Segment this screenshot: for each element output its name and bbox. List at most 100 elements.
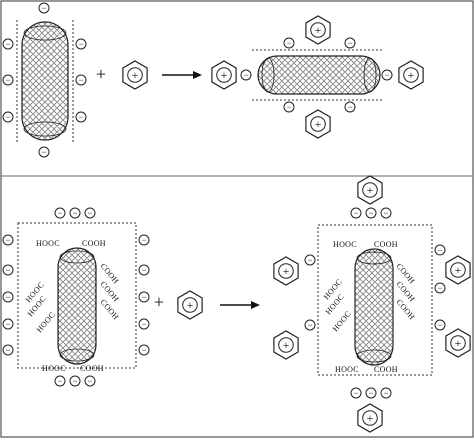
svg-text:+: + — [408, 68, 415, 82]
cation-hexagon-symbol: + — [211, 60, 237, 90]
negative-charge-symbol: − — [304, 319, 316, 331]
negative-charge-symbol: − — [304, 254, 316, 266]
svg-text:−: − — [141, 235, 146, 245]
cation-hexagon-symbol: + — [273, 256, 299, 286]
negative-charge-symbol: − — [2, 344, 14, 356]
cation-hexagon-symbol: + — [398, 60, 424, 90]
svg-text:−: − — [5, 345, 10, 355]
carboxyl-label: HOOC — [42, 364, 66, 373]
svg-text:−: − — [5, 292, 10, 302]
negative-charge-symbol: − — [138, 291, 150, 303]
svg-text:−: − — [368, 208, 373, 218]
negative-charge-symbol: − — [2, 291, 14, 303]
svg-text:−: − — [347, 102, 352, 112]
svg-text:+: + — [367, 411, 374, 425]
svg-text:−: − — [353, 388, 358, 398]
bottom-product-nanotube — [354, 248, 394, 366]
negative-charge-symbol: − — [84, 207, 96, 219]
negative-charge-symbol: − — [84, 375, 96, 387]
svg-text:−: − — [141, 292, 146, 302]
cation-hexagon-symbol: + — [357, 403, 383, 433]
negative-charge-symbol: − — [344, 37, 356, 49]
svg-text:+: + — [283, 338, 290, 352]
svg-text:−: − — [87, 376, 92, 386]
svg-text:−: − — [353, 208, 358, 218]
bottom-product-box — [317, 224, 433, 376]
negative-charge-symbol: − — [54, 207, 66, 219]
svg-text:−: − — [78, 39, 83, 49]
negative-charge-symbol: − — [350, 387, 362, 399]
top-product-nanotube — [257, 55, 381, 95]
svg-text:+: + — [315, 23, 322, 37]
svg-text:−: − — [41, 3, 46, 13]
svg-text:−: − — [78, 75, 83, 85]
carboxyl-label: COOH — [98, 298, 120, 322]
negative-charge-symbol: − — [283, 101, 295, 113]
top-reactant-box — [16, 20, 74, 143]
carboxyl-label: HOOC — [331, 309, 353, 333]
negative-charge-symbol: − — [365, 207, 377, 219]
top-plus-operator: + — [96, 64, 106, 84]
bottom-reactant-nanotube — [57, 247, 97, 365]
cation-hexagon-symbol: + — [445, 328, 471, 358]
svg-text:−: − — [286, 102, 291, 112]
svg-text:−: − — [5, 112, 10, 122]
svg-text:−: − — [57, 376, 62, 386]
svg-text:+: + — [315, 117, 322, 131]
negative-charge-symbol: − — [75, 38, 87, 50]
cation-hexagon-symbol: + — [357, 175, 383, 205]
negative-charge-symbol: − — [381, 69, 393, 81]
svg-text:−: − — [72, 376, 77, 386]
negative-charge-symbol: − — [2, 318, 14, 330]
cation-hexagon-symbol: + — [122, 60, 148, 90]
cation-hexagon-symbol: + — [273, 330, 299, 360]
svg-text:−: − — [5, 319, 10, 329]
carboxyl-label: COOH — [374, 240, 398, 249]
negative-charge-symbol: − — [365, 387, 377, 399]
cation-hexagon-symbol: + — [305, 109, 331, 139]
negative-charge-symbol: − — [2, 74, 14, 86]
svg-text:−: − — [383, 388, 388, 398]
svg-text:−: − — [347, 38, 352, 48]
bottom-reactant-box — [17, 222, 137, 369]
svg-text:+: + — [455, 263, 462, 277]
svg-text:−: − — [141, 345, 146, 355]
svg-text:−: − — [5, 75, 10, 85]
svg-text:−: − — [141, 319, 146, 329]
negative-charge-symbol: − — [380, 387, 392, 399]
negative-charge-symbol: − — [240, 69, 252, 81]
svg-text:−: − — [5, 235, 10, 245]
svg-text:+: + — [455, 336, 462, 350]
negative-charge-symbol: − — [138, 264, 150, 276]
svg-text:−: − — [41, 147, 46, 157]
cation-hexagon-symbol: + — [305, 15, 331, 45]
svg-text:+: + — [283, 264, 290, 278]
negative-charge-symbol: − — [350, 207, 362, 219]
carboxyl-label: COOH — [80, 364, 104, 373]
svg-text:−: − — [307, 320, 312, 330]
svg-text:−: − — [286, 38, 291, 48]
svg-text:+: + — [367, 183, 374, 197]
negative-charge-symbol: − — [138, 234, 150, 246]
svg-text:−: − — [57, 208, 62, 218]
svg-text:−: − — [87, 208, 92, 218]
negative-charge-symbol: − — [434, 282, 446, 294]
cation-hexagon-symbol: + — [177, 290, 203, 320]
negative-charge-symbol: − — [54, 375, 66, 387]
negative-charge-symbol: − — [2, 264, 14, 276]
carboxyl-label: COOH — [374, 365, 398, 374]
svg-text:−: − — [437, 245, 442, 255]
negative-charge-symbol: − — [380, 207, 392, 219]
svg-text:−: − — [243, 70, 248, 80]
negative-charge-symbol: − — [75, 74, 87, 86]
negative-charge-symbol: − — [138, 318, 150, 330]
negative-charge-symbol: − — [38, 2, 50, 14]
svg-text:−: − — [368, 388, 373, 398]
svg-text:−: − — [384, 70, 389, 80]
carboxyl-label: HOOC — [35, 310, 57, 334]
negative-charge-symbol: − — [75, 111, 87, 123]
carboxyl-label: COOH — [394, 298, 416, 322]
negative-charge-symbol: − — [283, 37, 295, 49]
